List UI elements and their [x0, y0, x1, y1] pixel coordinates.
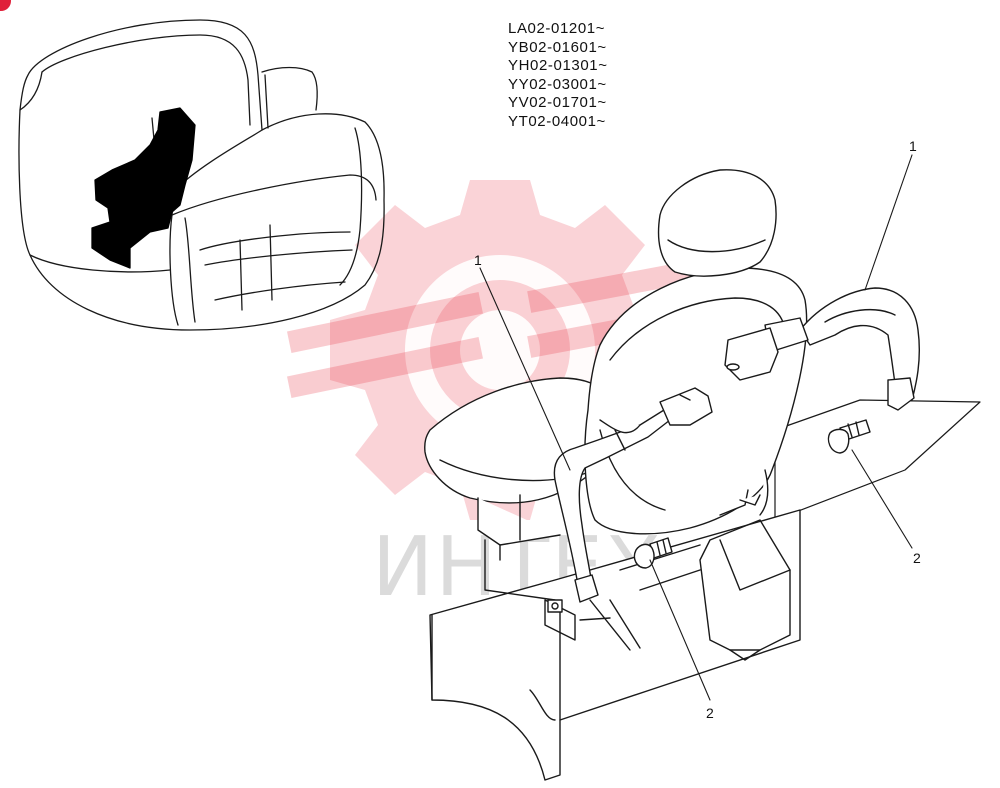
serial-range: YT02-04001~	[508, 112, 606, 130]
callout-belt-left: 1	[474, 252, 482, 268]
leader-lines	[479, 154, 913, 701]
floor-plate	[774, 399, 981, 521]
callout-belt-right: 1	[909, 138, 917, 154]
headrest	[657, 169, 777, 277]
serial-range: YV02-01701~	[508, 94, 607, 111]
serial-range: YH02-01301~	[508, 57, 608, 74]
callout-bolt-right: 2	[913, 550, 921, 566]
anchor-nut-icon	[547, 599, 563, 613]
seat-base-frame	[429, 509, 801, 781]
serial-range: YB02-01601~	[508, 38, 607, 56]
serial-range: LA02-01201~	[508, 20, 606, 37]
right-bolt-icon	[827, 419, 871, 454]
serial-range-list: LA02-01201~ YB02-01601~ YH02-01301~ YY02…	[508, 20, 608, 131]
callout-bolt-left: 2	[706, 705, 714, 721]
highlighted-seat-area	[91, 107, 196, 269]
right-seat-belt	[724, 287, 921, 411]
left-seat-belt	[553, 387, 713, 603]
serial-range: YY02-03001~	[508, 75, 607, 93]
left-bolt-icon	[633, 537, 673, 569]
corner-badge-icon	[0, 0, 11, 11]
